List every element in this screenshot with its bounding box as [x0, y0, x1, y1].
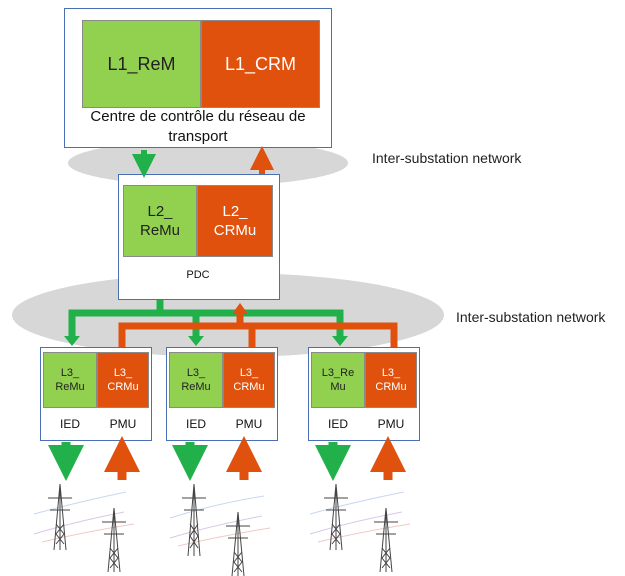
ied-label: IED	[59, 417, 80, 431]
l3-crmu-box: L3_ CRMu	[223, 352, 275, 408]
pdc-panel: L2_ ReMu L2_ CRMu PDC	[118, 174, 280, 300]
transmission-tower-icon	[33, 483, 135, 573]
l2-remu-label: L2_ ReMu	[139, 203, 180, 239]
l2-crmu-box: L2_ CRMu	[197, 185, 273, 257]
l3-crmu-label: L3_ CRMu	[375, 367, 407, 393]
l3-crmu-label: L3_ CRMu	[233, 367, 265, 393]
transmission-tower-icon	[169, 483, 271, 576]
control-center-panel: L1_ReM L1_CRM Centre de contrôle du rése…	[64, 8, 332, 148]
arrow-head-green-2	[188, 336, 204, 346]
substation-2: L3_ ReMu L3_ CRMu IED PMU	[166, 347, 278, 441]
l2-crmu-label: L2_ CRMu	[213, 203, 257, 239]
l1-rem-label: L1_ReM	[107, 53, 176, 74]
orange-collection-tree	[118, 314, 398, 347]
substation-1: L3_ ReMu L3_ CRMu IED PMU	[40, 347, 152, 441]
arrow-head-green-3	[332, 336, 348, 346]
network-label-lower: Inter-substation network	[456, 309, 606, 325]
l3-remu-box: L3_ ReMu	[169, 352, 223, 408]
l3-remu-label: L3_ ReMu	[181, 367, 211, 393]
pmu-label: PMU	[109, 417, 137, 431]
l2-remu-box: L2_ ReMu	[123, 185, 197, 257]
l1-rem-box: L1_ReM	[82, 20, 201, 108]
ied-label: IED	[185, 417, 206, 431]
l1-crm-label: L1_CRM	[224, 53, 297, 74]
l3-remu-box: L3_Re Mu	[311, 352, 365, 408]
l3-crmu-box: L3_ CRMu	[365, 352, 417, 408]
pdc-label: PDC	[186, 269, 210, 281]
pmu-label: PMU	[235, 417, 263, 431]
ied-label: IED	[327, 417, 348, 431]
l3-remu-label: L3_Re Mu	[321, 367, 355, 393]
l3-crmu-label: L3_ CRMu	[107, 367, 139, 393]
green-distribution-tree	[68, 300, 344, 338]
substation-3: L3_Re Mu L3_ CRMu IED PMU	[308, 347, 420, 441]
network-label-upper: Inter-substation network	[372, 150, 522, 166]
arrow-head-green-1	[64, 336, 80, 346]
l3-remu-label: L3_ ReMu	[55, 367, 85, 393]
arrow-head-orange-up	[232, 303, 248, 314]
pmu-label: PMU	[377, 417, 405, 431]
l1-crm-box: L1_CRM	[201, 20, 320, 108]
control-center-title: Centre de contrôle du réseau de transpor…	[90, 108, 306, 145]
l3-remu-box: L3_ ReMu	[43, 352, 97, 408]
l3-crmu-box: L3_ CRMu	[97, 352, 149, 408]
transmission-tower-icon	[309, 483, 411, 573]
